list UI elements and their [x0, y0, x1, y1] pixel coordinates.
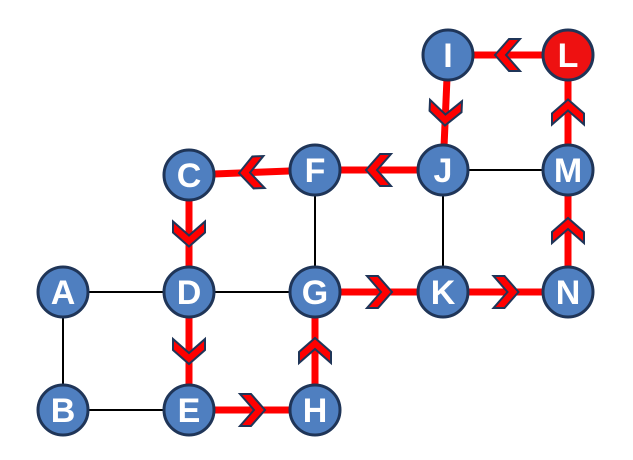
node-label: E	[178, 392, 201, 430]
node-k: K	[416, 265, 470, 319]
node-label: D	[177, 274, 202, 312]
chevron-shape	[491, 275, 520, 309]
arrow-chevron-icon	[493, 38, 523, 72]
node-label: H	[303, 392, 328, 430]
node-circle	[162, 383, 216, 437]
arrow-chevron-icon	[491, 275, 520, 309]
path-layer	[185, 51, 572, 414]
chevron-shape	[551, 216, 585, 246]
chevron-shape	[298, 336, 332, 366]
chevron-shape	[364, 275, 394, 309]
node-f: F	[288, 143, 342, 197]
chevron-shape	[428, 97, 464, 127]
arrow-chevron-icon	[364, 153, 394, 187]
node-d: D	[162, 265, 216, 319]
node-label: A	[51, 274, 76, 312]
node-l: L	[541, 28, 595, 82]
chevron-shape	[172, 336, 206, 366]
node-label: C	[177, 157, 202, 195]
node-g: G	[288, 265, 342, 319]
node-label: F	[305, 152, 326, 190]
node-a: A	[36, 265, 90, 319]
node-circle	[288, 143, 342, 197]
node-label: B	[51, 392, 76, 430]
node-circle	[416, 143, 470, 197]
arrow-chevron-icon	[172, 219, 206, 248]
node-label: L	[558, 37, 579, 75]
node-m: M	[541, 143, 595, 197]
node-circle	[162, 148, 216, 202]
nodes-layer: A B C D E F G H I J K L M N	[36, 28, 595, 437]
arrow-chevron-icon	[428, 97, 464, 127]
arrow-chevron-icon	[237, 154, 267, 190]
node-circle	[288, 265, 342, 319]
node-circle	[36, 383, 90, 437]
arrow-chevron-icon	[237, 393, 267, 427]
arrow-chevron-icon	[551, 216, 585, 246]
node-j: J	[416, 143, 470, 197]
node-label: I	[443, 37, 452, 75]
node-i: I	[421, 28, 475, 82]
chevron-shape	[551, 98, 585, 127]
node-label: K	[431, 274, 456, 312]
node-c: C	[162, 148, 216, 202]
node-circle	[162, 265, 216, 319]
arrow-chevron-icon	[298, 336, 332, 366]
node-circle	[541, 265, 595, 319]
arrows-layer	[172, 38, 585, 427]
node-circle	[541, 143, 595, 197]
arrow-chevron-icon	[364, 275, 394, 309]
arrow-chevron-icon	[172, 336, 206, 366]
chevron-shape	[172, 219, 206, 248]
node-label: J	[434, 152, 453, 190]
node-circle	[36, 265, 90, 319]
chevron-shape	[237, 393, 267, 427]
node-e: E	[162, 383, 216, 437]
node-label: N	[556, 274, 581, 312]
node-circle	[416, 265, 470, 319]
arrow-chevron-icon	[551, 98, 585, 127]
chevron-shape	[493, 38, 523, 72]
node-circle	[288, 383, 342, 437]
chevron-shape	[237, 154, 267, 190]
node-n: N	[541, 265, 595, 319]
node-b: B	[36, 383, 90, 437]
chevron-shape	[364, 153, 394, 187]
node-circle	[541, 28, 595, 82]
node-circle	[421, 28, 475, 82]
node-h: H	[288, 383, 342, 437]
node-label: M	[554, 152, 582, 190]
node-label: G	[302, 274, 328, 312]
